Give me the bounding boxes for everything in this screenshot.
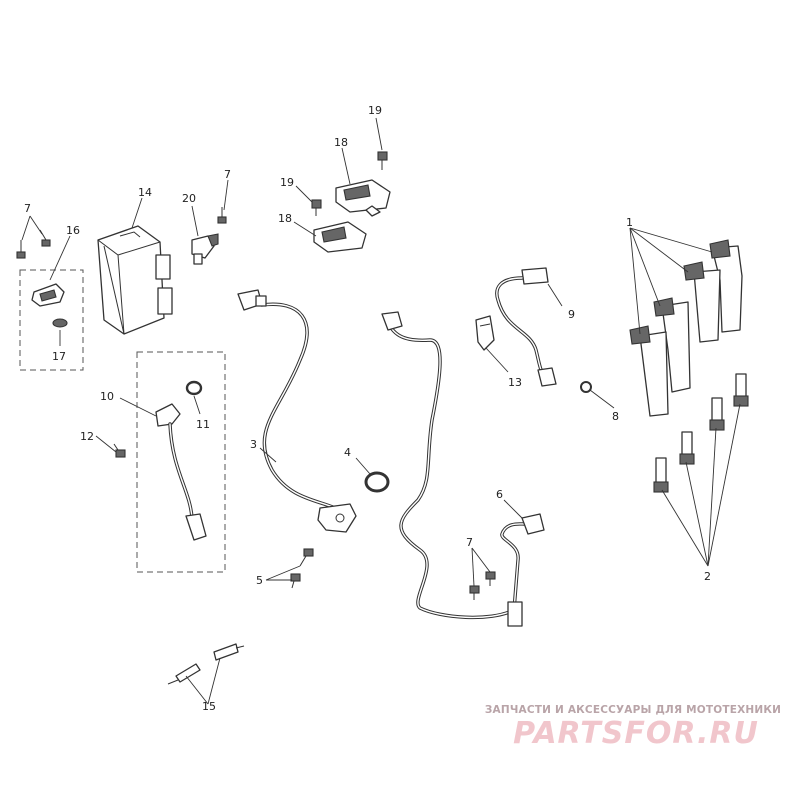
callout-19-lower: 19 [280, 176, 294, 189]
screw-19-upper [377, 151, 388, 170]
harness-3 [237, 289, 357, 533]
bolt-7-center-a [485, 571, 496, 586]
ignition-coil-2 [683, 261, 721, 343]
harness-main [381, 311, 545, 627]
bolt-7-top [217, 207, 227, 224]
callout-4: 4 [344, 446, 351, 459]
callout-19-upper: 19 [368, 104, 382, 117]
spark-plug-1 [733, 373, 749, 407]
cam-sensor-10 [155, 403, 207, 541]
callout-7-top: 7 [224, 168, 231, 181]
callout-18-upper: 18 [334, 136, 348, 149]
group-box-16-17 [19, 269, 84, 371]
callout-15: 15 [202, 700, 216, 713]
callout-7-left: 7 [24, 202, 31, 215]
callout-10: 10 [100, 390, 114, 403]
callout-13: 13 [508, 376, 522, 389]
spark-plug-4 [653, 457, 669, 493]
ecu-module [97, 225, 173, 335]
tip-over-sensor [31, 283, 65, 307]
leader-lines [21, 117, 741, 705]
watermark-logo: PARTSFOR.RU [513, 716, 759, 751]
spark-plug-3 [679, 431, 695, 465]
bolt-5-b [290, 573, 301, 589]
group-box-10-11 [136, 351, 226, 573]
callout-8: 8 [612, 410, 619, 423]
callout-7-center: 7 [466, 536, 473, 549]
callout-14: 14 [138, 186, 152, 199]
callout-5: 5 [256, 574, 263, 587]
spark-plug-2 [709, 397, 725, 431]
callout-1: 1 [626, 216, 633, 229]
callout-6: 6 [496, 488, 503, 501]
callout-16: 16 [66, 224, 80, 237]
temp-sensor-15-a [167, 663, 201, 685]
o-ring-11 [185, 380, 203, 396]
clip-13 [475, 315, 495, 351]
bolt-7-left-b [39, 229, 51, 247]
callout-2: 2 [704, 570, 711, 583]
callout-11: 11 [196, 418, 210, 431]
callout-20: 20 [182, 192, 196, 205]
o-ring-4 [364, 471, 390, 493]
washer-8 [580, 381, 592, 393]
o2-sensor-9 [495, 267, 557, 387]
callout-12: 12 [80, 430, 94, 443]
sensor-20 [191, 233, 219, 265]
ignition-coil-4 [629, 325, 669, 417]
watermark-tagline: ЗАПЧАСТИ И АКСЕССУАРЫ ДЛЯ МОТОТЕХНИКИ [484, 704, 782, 716]
map-sensor-upper [335, 179, 391, 217]
callout-3: 3 [250, 438, 257, 451]
bolt-12 [113, 443, 126, 458]
screw-19-lower [311, 199, 322, 216]
callout-9: 9 [568, 308, 575, 321]
temp-sensor-15-b [213, 643, 245, 661]
bolt-7-center-b [469, 585, 480, 600]
o-ring-17 [52, 318, 68, 328]
callout-18-lower: 18 [278, 212, 292, 225]
bolt-7-left-a [16, 240, 26, 259]
map-sensor-lower [313, 221, 367, 253]
ignition-coil-1 [709, 239, 743, 333]
bolt-5-a [299, 548, 314, 567]
callout-17: 17 [52, 350, 66, 363]
